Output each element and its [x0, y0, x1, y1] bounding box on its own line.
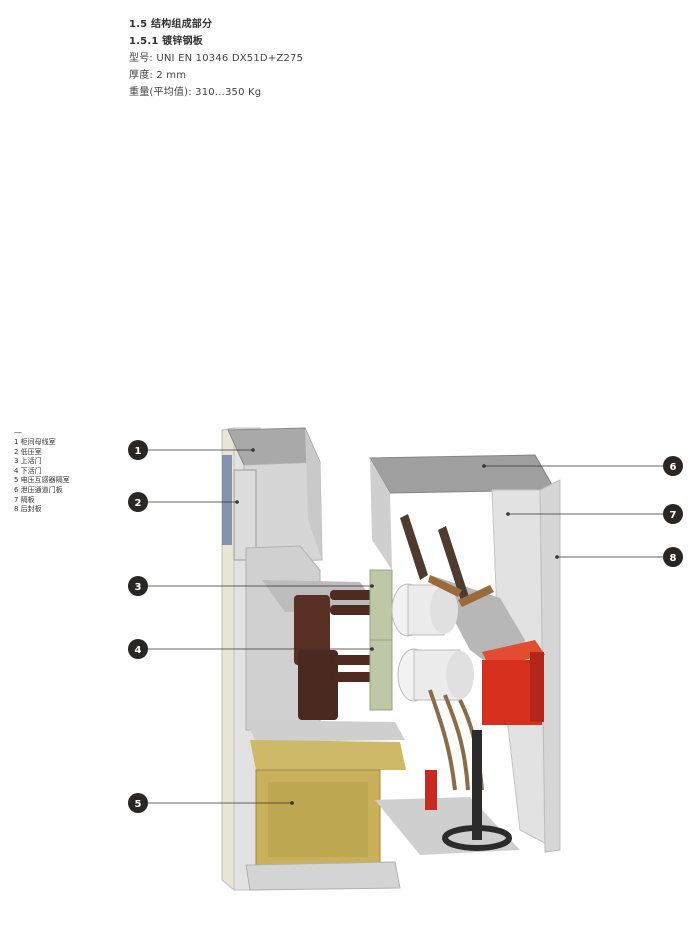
callout-5-label: 5	[135, 799, 142, 810]
section-title: 1.5 结构组成部分	[129, 19, 213, 30]
bushing-arm-3	[335, 655, 375, 665]
legend-item-5: 5 电压互感器隔室	[14, 476, 70, 485]
legend-item-7: 7 隔板	[14, 495, 35, 504]
busbar-copper-1	[428, 575, 462, 597]
leader-end-8	[555, 555, 559, 559]
cable-support-post	[472, 730, 482, 840]
insulator-lower	[298, 650, 338, 720]
lower-shutter	[369, 639, 393, 711]
leader-end-2	[235, 500, 239, 504]
lv-door-strip	[222, 455, 232, 545]
section-header: 1.5 结构组成部分 1.5.1 镀锌钢板 型号: UNI EN 10346 D…	[129, 16, 303, 101]
callout-5: 5	[128, 793, 148, 813]
legend-item-3: 3 上活门	[14, 457, 42, 466]
busbar-compartment-side	[305, 428, 322, 560]
callout-7: 7	[663, 504, 683, 524]
front-base-plate	[245, 861, 401, 891]
spec-thickness: 厚度: 2 mm	[129, 70, 187, 81]
leader-end-5	[290, 801, 294, 805]
lv-compartment-panel	[233, 469, 257, 561]
callout-1-label: 1	[135, 446, 142, 457]
legend-dash: —	[14, 428, 22, 437]
callout-7-label: 7	[670, 510, 677, 521]
legend-item-6: 6 泄压通道门板	[14, 485, 63, 494]
component-legend: — 1 柜间母线室 2 低压室 3 上活门 4 下活门 5 电压互感器隔室 6 …	[14, 428, 70, 515]
rear-cabinet-roof	[369, 454, 556, 494]
subsection-title: 1.5.1 镀锌钢板	[129, 36, 203, 47]
bushing-arm-4	[335, 672, 375, 682]
leader-end-4	[370, 647, 374, 651]
busbar-rod-2	[438, 526, 470, 604]
earthing-arrester	[425, 770, 437, 810]
leader-end-3	[370, 584, 374, 588]
vt-compartment-inner	[268, 782, 368, 857]
legend-item-8: 8 后封板	[14, 505, 42, 514]
callout-8: 8	[663, 547, 683, 567]
vt-compartment-top	[250, 740, 406, 770]
callout-4: 4	[128, 639, 148, 659]
callout-2: 2	[128, 492, 148, 512]
red-ct-side	[530, 652, 544, 722]
upper-shutter	[369, 569, 393, 641]
busbar-rod-1	[400, 514, 428, 580]
leader-end-6	[482, 464, 486, 468]
leader-end-7	[506, 512, 510, 516]
rear-cabinet-left-wall	[370, 458, 392, 570]
insulator-upper	[294, 595, 330, 665]
callout-4-label: 4	[135, 645, 142, 656]
rear-base-plate	[375, 797, 520, 855]
breaker-pole-upper-right	[430, 586, 458, 634]
bushing-arm-2	[330, 605, 375, 615]
cable-clamp-ring	[442, 825, 512, 851]
legend-item-4: 4 下活门	[14, 466, 42, 475]
legend-item-2: 2 低压室	[14, 447, 42, 456]
breaker-pole-lower-right	[446, 651, 474, 699]
spec-weight: 重量(平均值): 310...350 Kg	[129, 87, 262, 98]
callout-6-label: 6	[670, 462, 677, 473]
spec-model: 型号: UNI EN 10346 DX51D+Z275	[129, 53, 304, 64]
callout-3: 3	[128, 576, 148, 596]
rear-cover-panel	[539, 479, 561, 853]
cabinet-illustration	[221, 427, 561, 892]
callout-2-label: 2	[135, 498, 142, 509]
leader-end-1	[251, 448, 255, 452]
busbar-copper-2	[458, 585, 494, 607]
callout-3-label: 3	[135, 582, 142, 593]
callout-leaders	[147, 448, 663, 805]
callout-6: 6	[663, 456, 683, 476]
middle-compartment-floor	[246, 720, 405, 742]
callout-markers: 1 2 3 4 5 6 7 8	[128, 440, 683, 813]
callout-8-label: 8	[670, 553, 677, 564]
callout-1: 1	[128, 440, 148, 460]
bushing-arm-1	[330, 590, 375, 600]
legend-item-1: 1 柜间母线室	[14, 438, 56, 446]
